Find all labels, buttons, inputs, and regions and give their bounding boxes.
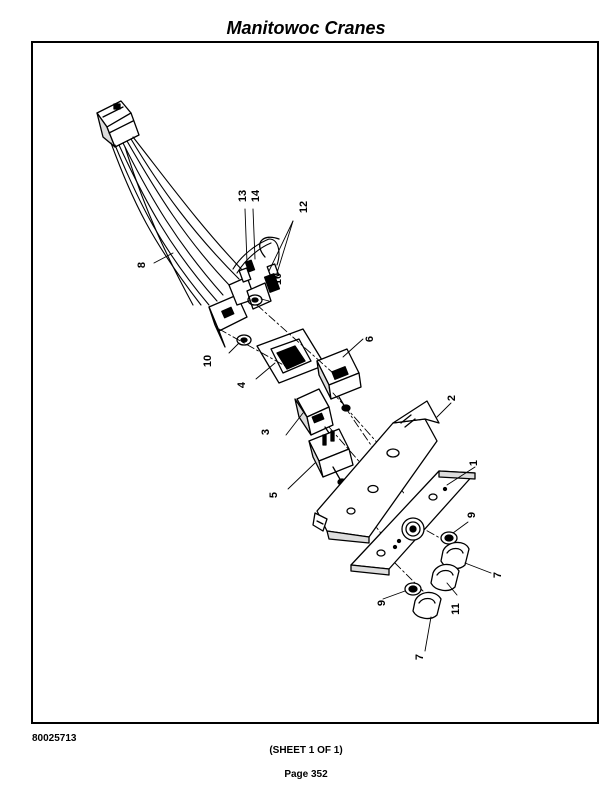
exploded-parts-diagram: 1 2 3 4 5 6 7 7 8 9 9 10 10 11 12 13 14 (96, 100, 504, 660)
page-number: Page 352 (284, 769, 328, 780)
callout-5: 5 (268, 492, 280, 498)
callout-9-left: 9 (376, 600, 388, 606)
callout-6: 6 (364, 336, 376, 342)
switch-6 (316, 348, 362, 412)
connector-plug (96, 100, 140, 148)
callout-9-right: 9 (466, 512, 478, 518)
callout-14: 14 (250, 189, 262, 202)
callout-labels: 1 2 3 4 5 6 7 7 8 9 9 10 10 11 12 13 14 (136, 189, 504, 660)
nut-9-right (440, 531, 458, 545)
nut-9-left (404, 582, 422, 596)
switch-3 (294, 388, 334, 440)
callout-7-left: 7 (414, 654, 426, 660)
leader-lines (153, 208, 492, 652)
mounting-bracket (312, 400, 440, 544)
drawing-number: 80025713 (32, 733, 77, 744)
callout-3: 3 (260, 429, 272, 435)
face-panel (350, 470, 476, 576)
drawing-frame: 1 2 3 4 5 6 7 7 8 9 9 10 10 11 12 13 14 (31, 41, 599, 724)
callout-11: 11 (450, 603, 462, 615)
terminals (259, 236, 281, 293)
screws (238, 259, 256, 283)
gasket-plate (256, 328, 326, 384)
callout-8: 8 (136, 262, 148, 268)
knob-7-left (412, 591, 442, 620)
wire-harness (110, 136, 280, 306)
callout-1: 1 (468, 460, 480, 466)
nut-upper (247, 294, 263, 306)
callout-10-lower: 10 (202, 355, 214, 367)
sheet-indicator: (SHEET 1 OF 1) (269, 745, 343, 756)
callout-2: 2 (446, 395, 458, 401)
nut-lower (236, 334, 252, 346)
knob-11 (430, 563, 460, 592)
callout-10-upper: 10 (272, 273, 284, 285)
callout-4: 4 (236, 381, 248, 388)
callout-13: 13 (237, 190, 249, 202)
switch-5 (308, 428, 354, 486)
callout-7-right: 7 (492, 572, 504, 578)
callout-12: 12 (298, 201, 310, 213)
page-header-title: Manitowoc Cranes (226, 18, 386, 38)
